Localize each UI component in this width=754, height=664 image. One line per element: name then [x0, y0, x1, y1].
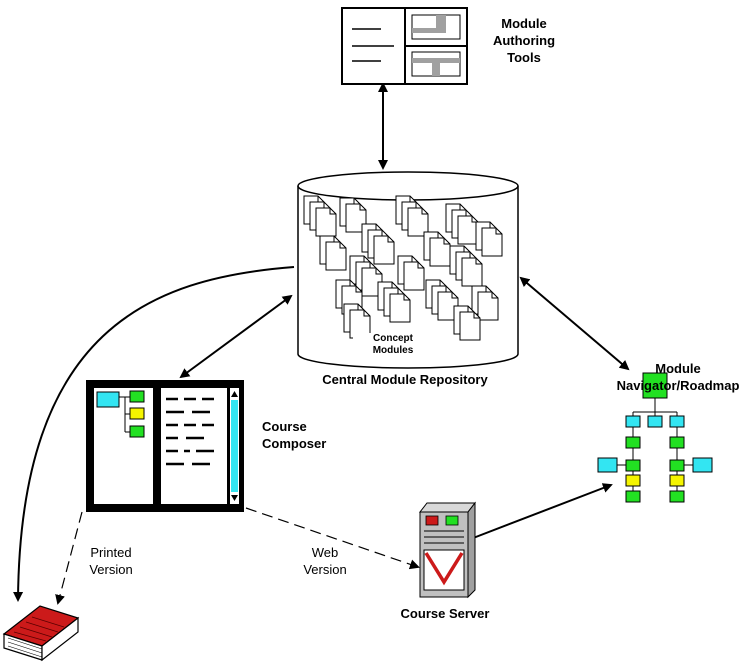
concept-modules-label-line-2: Modules	[372, 345, 414, 356]
server-navigator-arrow	[467, 483, 613, 541]
web-version-label-line-1: Web	[311, 545, 339, 560]
authoring-tools-window-icon	[341, 7, 468, 85]
server-label: Course Server	[400, 606, 490, 621]
tree-roadmap-icon	[597, 372, 713, 503]
authoring-tools-label-line-2: Authoring	[492, 33, 556, 48]
repository-label: Central Module Repository	[322, 372, 488, 387]
printed-version-arrow	[55, 511, 83, 605]
authoring-tools-label-line-1: Module	[501, 16, 547, 31]
concept-modules-label: Concept Modules	[353, 333, 433, 357]
authoring-tools-label: Module Authoring Tools	[474, 15, 574, 66]
composer-window-icon	[86, 380, 244, 512]
composer-label: Course Composer	[262, 418, 352, 452]
printed-version-label: Printed Version	[78, 544, 144, 578]
server-tower-icon	[418, 501, 477, 599]
red-book-icon	[2, 605, 80, 662]
printed-version-label-line-2: Version	[89, 562, 133, 577]
concept-modules-label-line-1: Concept	[373, 333, 413, 344]
web-version-label-line-2: Version	[303, 562, 347, 577]
composer-label-line-1: Course	[262, 419, 307, 434]
navigator-label: Module Navigator/Roadmap	[608, 360, 748, 394]
composer-repository-arrow	[179, 294, 293, 379]
repository-navigator-arrow	[519, 276, 630, 371]
repository-book-arrow	[13, 266, 295, 602]
authoring-tools-label-line-3: Tools	[507, 50, 541, 65]
composer-label-line-2: Composer	[262, 436, 327, 451]
web-version-label: Web Version	[292, 544, 358, 578]
printed-version-label-line-1: Printed	[90, 545, 132, 560]
navigator-label-line-1: Module	[655, 361, 701, 376]
navigator-label-line-2: Navigator/Roadmap	[616, 378, 740, 393]
web-version-arrow	[245, 507, 420, 570]
